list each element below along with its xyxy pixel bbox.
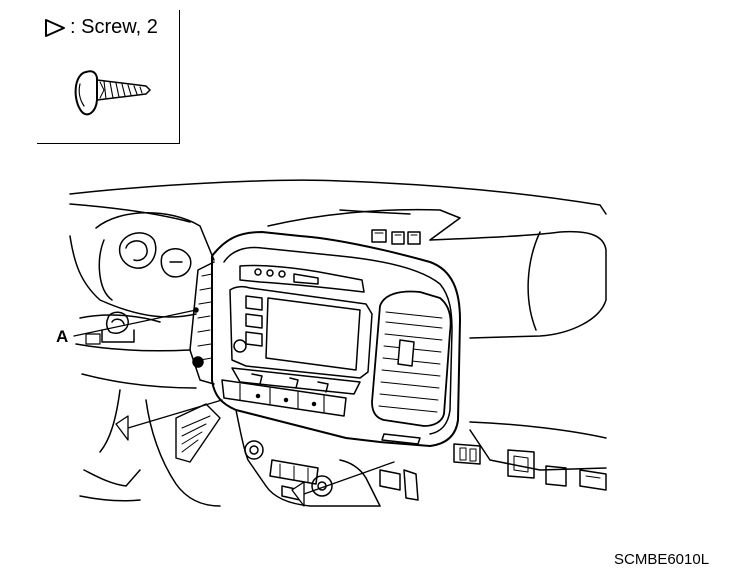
legend-box: : Screw, 2 [37,10,180,144]
triangle-pointer-icon [45,18,65,37]
instrument-cluster [69,212,215,389]
lower-left-structure [79,389,221,507]
legend-entry: : Screw, 2 [43,16,158,39]
ignition-switch [85,311,135,345]
screw-location-markers [115,399,395,507]
right-side-switches [453,443,607,491]
drawing-code: SCMBE6010L [614,551,710,568]
screw-icon [74,70,151,116]
center-fascia-panel [189,231,461,447]
center-air-vent [371,290,452,445]
legend-text: : Screw, 2 [70,16,158,38]
callout-label-a: A [56,327,69,346]
defroster-vent [371,229,421,245]
dashboard-outline [69,179,607,471]
lower-console [235,409,419,507]
